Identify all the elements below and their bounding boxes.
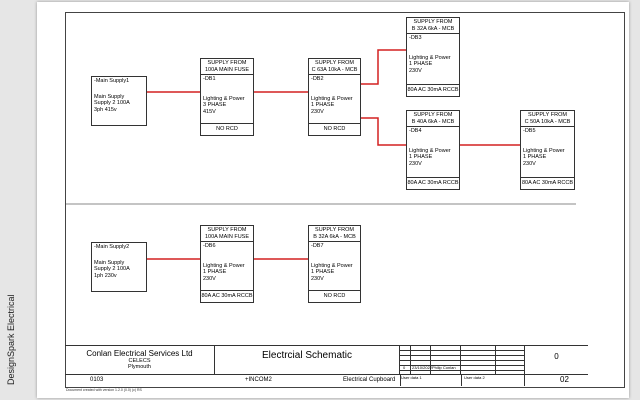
board-rcd: 80A AC 30mA RCCB: [407, 84, 459, 96]
board-supply-from: SUPPLY FROM: [413, 112, 453, 118]
client-name: CELECS: [128, 358, 151, 364]
board-line: Lighting & Power: [409, 147, 451, 154]
board-protection: B 32A 6kA - MCB: [313, 233, 356, 240]
board-rcd: NO RCD: [201, 123, 253, 135]
user-data-cell: User data 1 User data 2: [400, 374, 525, 386]
wire-db2-db4: [361, 117, 406, 146]
sheet-number: 02: [560, 375, 569, 384]
title-block-footer: [65, 374, 588, 386]
location-description: Electrical Cupboard: [343, 377, 396, 383]
board-supply-from: SUPPLY FROM: [315, 227, 354, 233]
title-block: Conlan Electrical Services Ltd CELECS Pl…: [65, 345, 588, 386]
revision-author: Philip Conlan: [432, 365, 456, 370]
supply-line: Supply 2 100A: [94, 100, 130, 107]
revision-table: 0 23/10/2022 Philip Conlan: [400, 346, 525, 374]
location-code: +INCOM2: [245, 377, 272, 383]
board-id: -DB3: [409, 35, 422, 42]
board-rcd: 80A AC 30mA RCCB: [521, 177, 574, 189]
board-line: 415V: [203, 108, 216, 115]
board-supply-from: SUPPLY FROM: [207, 60, 247, 66]
board-line: Lighting & Power: [409, 54, 451, 61]
board-line: 230V: [523, 160, 536, 167]
board-id: -DB7: [311, 243, 324, 250]
board-supply-from: SUPPLY FROM: [207, 227, 247, 233]
board-line: Lighting & Power: [311, 262, 353, 269]
footnote: Document created with version 1.2.0 (0.0…: [66, 388, 142, 392]
board-rcd: 80A AC 30mA RCCB: [407, 177, 459, 189]
board-line: 230V: [409, 67, 422, 74]
board-id: -DB1: [203, 76, 216, 83]
supply-line: Supply 2 100A: [94, 266, 130, 273]
main-supply-1[interactable]: -Main Supply1 Main Supply Supply 2 100A …: [91, 76, 147, 126]
board-line: 1 PHASE: [523, 154, 547, 161]
board-protection: C 63A 10kA - MCB: [311, 66, 358, 73]
board-protection: C 50A 10kA - MCB: [524, 118, 571, 125]
drawing-title: Electrcial Schematic: [215, 346, 400, 374]
board-line: Lighting & Power: [203, 262, 245, 269]
board-line: 230V: [203, 275, 216, 282]
board-line: Lighting & Power: [203, 95, 245, 102]
board-line: 1 PHASE: [409, 61, 433, 68]
board-protection: B 40A 6kA - MCB: [411, 118, 455, 125]
board-id: -DB4: [409, 128, 422, 135]
board-line: 1 PHASE: [311, 269, 335, 276]
board-line: 230V: [311, 108, 324, 115]
board-supply-from: SUPPLY FROM: [315, 60, 354, 66]
client-town: Plymouth: [128, 364, 151, 370]
supply-id: -Main Supply1: [94, 78, 130, 84]
revision-index: 0: [403, 365, 406, 370]
company-cell: Conlan Electrical Services Ltd CELECS Pl…: [65, 346, 215, 374]
main-supply-2[interactable]: -Main Supply2 Main Supply Supply 2 100A …: [91, 242, 147, 292]
board-line: 1 PHASE: [311, 102, 335, 109]
board-rcd: NO RCD: [309, 290, 360, 302]
user-data-1: User data 1: [401, 375, 422, 380]
revision-date: 23/10/2022: [412, 365, 433, 370]
drawing-frame: [65, 12, 625, 388]
board-line: Lighting & Power: [523, 147, 565, 154]
board-protection: 100A MAIN FUSE: [204, 233, 250, 240]
board-id: -DB5: [523, 128, 536, 135]
board-rcd: NO RCD: [309, 123, 360, 135]
board-id: -DB6: [203, 243, 216, 250]
supply-line: 1ph 230v: [94, 272, 117, 279]
wire-db2-db3: [361, 49, 406, 85]
board-line: 1 PHASE: [203, 269, 227, 276]
board-supply-from: SUPPLY FROM: [528, 112, 567, 118]
board-supply-from: SUPPLY FROM: [413, 19, 453, 25]
supply-id: -Main Supply2: [94, 244, 130, 250]
supply-line: Main Supply: [94, 93, 125, 100]
company-name: Conlan Electrical Services Ltd: [86, 349, 193, 358]
board-line: Lighting & Power: [311, 95, 353, 102]
revision-number: 0: [554, 352, 559, 361]
board-id: -DB2: [311, 76, 324, 83]
board-line: 3 PHASE: [203, 102, 227, 109]
board-protection: 100A MAIN FUSE: [204, 66, 250, 73]
board-rcd: 80A AC 30mA RCCB: [201, 290, 253, 302]
supply-line: 3ph 415v: [94, 106, 117, 113]
supply-line: Main Supply: [94, 259, 125, 266]
board-line: 230V: [409, 160, 422, 167]
user-data-2: User data 2: [464, 375, 485, 380]
project-number: 0103: [90, 377, 104, 383]
board-protection: B 32A 6kA - MCB: [411, 25, 455, 32]
board-line: 1 PHASE: [409, 154, 433, 161]
board-line: 230V: [311, 275, 324, 282]
